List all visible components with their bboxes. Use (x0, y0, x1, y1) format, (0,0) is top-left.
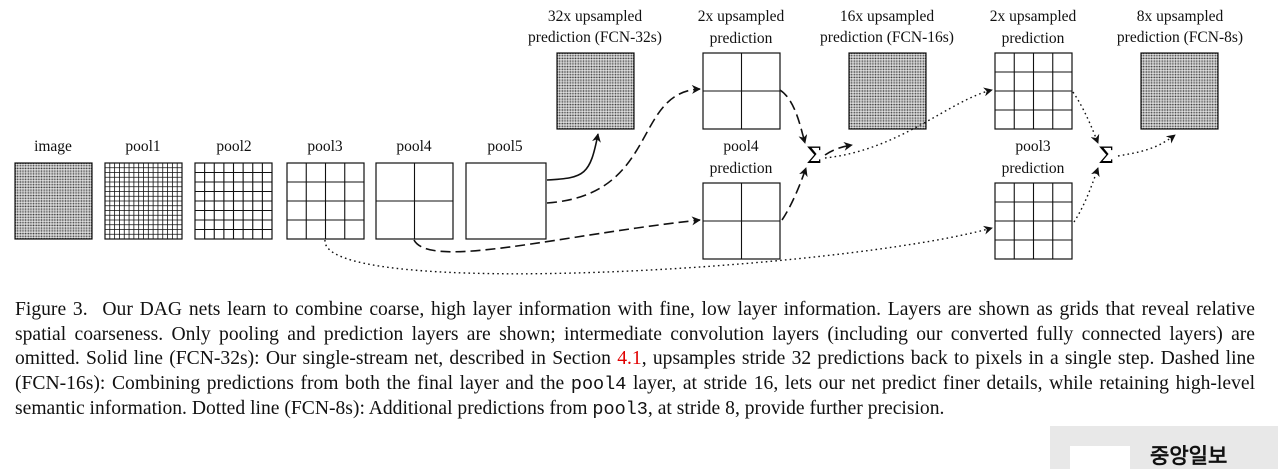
label-pool4pred-line2: prediction (710, 160, 773, 177)
fcn-dag-diagram: Σ Σ image pool1 pool2 pool3 pool4 pool5 … (14, 8, 1243, 275)
grid-pool2 (194, 162, 273, 240)
caption-text-4: , at stride 8, provide further precision… (647, 398, 945, 420)
label-8x-line2: prediction (FCN-8s) (1117, 29, 1243, 46)
label-pool1: pool1 (125, 138, 160, 155)
sum-node-1: Σ (806, 144, 822, 169)
watermark-logo-text: 중앙일보 (1150, 444, 1228, 468)
label-32x-line1: 32x upsampled (548, 8, 643, 25)
grid-image (14, 162, 93, 240)
label-pool5: pool5 (487, 138, 523, 155)
dotted-line-2x-to-sum2 (1072, 91, 1100, 144)
label-pool3pred-line2: prediction (1002, 160, 1065, 177)
grid-pool4 (375, 162, 454, 240)
label-pool3pred-line1: pool3 (1015, 138, 1051, 155)
grid-8x-upsampled (1140, 52, 1219, 130)
dashed-line-pool4pred-to-sum (781, 167, 808, 221)
label-pool3: pool3 (307, 138, 343, 155)
caption-text-1: Our DAG nets learn to combine coarse, hi… (15, 299, 1255, 370)
label-pool4pred-line1: pool4 (723, 138, 759, 155)
label-pool4: pool4 (396, 138, 432, 155)
label-16x-line1: 16x upsampled (840, 8, 935, 25)
caption-label: Figure 3. (15, 299, 88, 320)
grid-16x-upsampled (848, 52, 927, 130)
sum-node-2: Σ (1098, 144, 1114, 169)
grid-pool3-prediction (994, 182, 1073, 260)
label-pool2: pool2 (216, 138, 251, 155)
dotted-line-pool3-to-prediction (324, 225, 993, 275)
dashed-line-pool5-to-2x (546, 84, 701, 204)
label-8x-line1: 8x upsampled (1137, 8, 1224, 25)
caption-code-pool3: pool3 (592, 399, 648, 421)
grid-32x-upsampled (556, 52, 635, 130)
grid-2x-upsampled-b (994, 52, 1073, 130)
dotted-line-sum-to-2x (824, 87, 993, 159)
figure-caption: Figure 3. Our DAG nets learn to combine … (15, 298, 1255, 423)
watermark-logo-box (1070, 446, 1130, 469)
dashed-line-sum-to-16x (824, 141, 853, 156)
label-2x-b-line2: prediction (1002, 30, 1065, 47)
label-2x-a-line2: prediction (710, 30, 773, 47)
label-2x-b-line1: 2x upsampled (990, 8, 1077, 25)
grid-pool5 (465, 162, 547, 240)
label-2x-a-line1: 2x upsampled (698, 8, 785, 25)
grid-2x-upsampled-a (702, 52, 781, 130)
dotted-line-pool3pred-to-sum2 (1073, 167, 1100, 223)
dotted-line-sum2-to-8x (1117, 134, 1176, 157)
caption-text-3: layer, at stride 16, lets our net predic… (15, 372, 1256, 420)
label-image: image (34, 138, 72, 155)
label-32x-line2: prediction (FCN-32s) (528, 29, 662, 46)
dashed-line-pool4-to-prediction (413, 216, 701, 253)
dashed-line-2x-to-sum (779, 89, 808, 144)
grid-pool4-prediction (702, 182, 781, 260)
label-16x-line2: prediction (FCN-16s) (820, 29, 954, 46)
watermark-overlay: 중앙일보 (1050, 426, 1278, 469)
grid-pool3 (286, 162, 365, 240)
grid-pool1 (104, 162, 183, 240)
caption-code-pool4: pool4 (570, 373, 627, 395)
section-ref-link[interactable]: 4.1 (617, 348, 642, 370)
caption-text-2: , upsamples stride 32 predictions back t… (15, 348, 1256, 394)
solid-line-fcn32s (546, 133, 601, 181)
